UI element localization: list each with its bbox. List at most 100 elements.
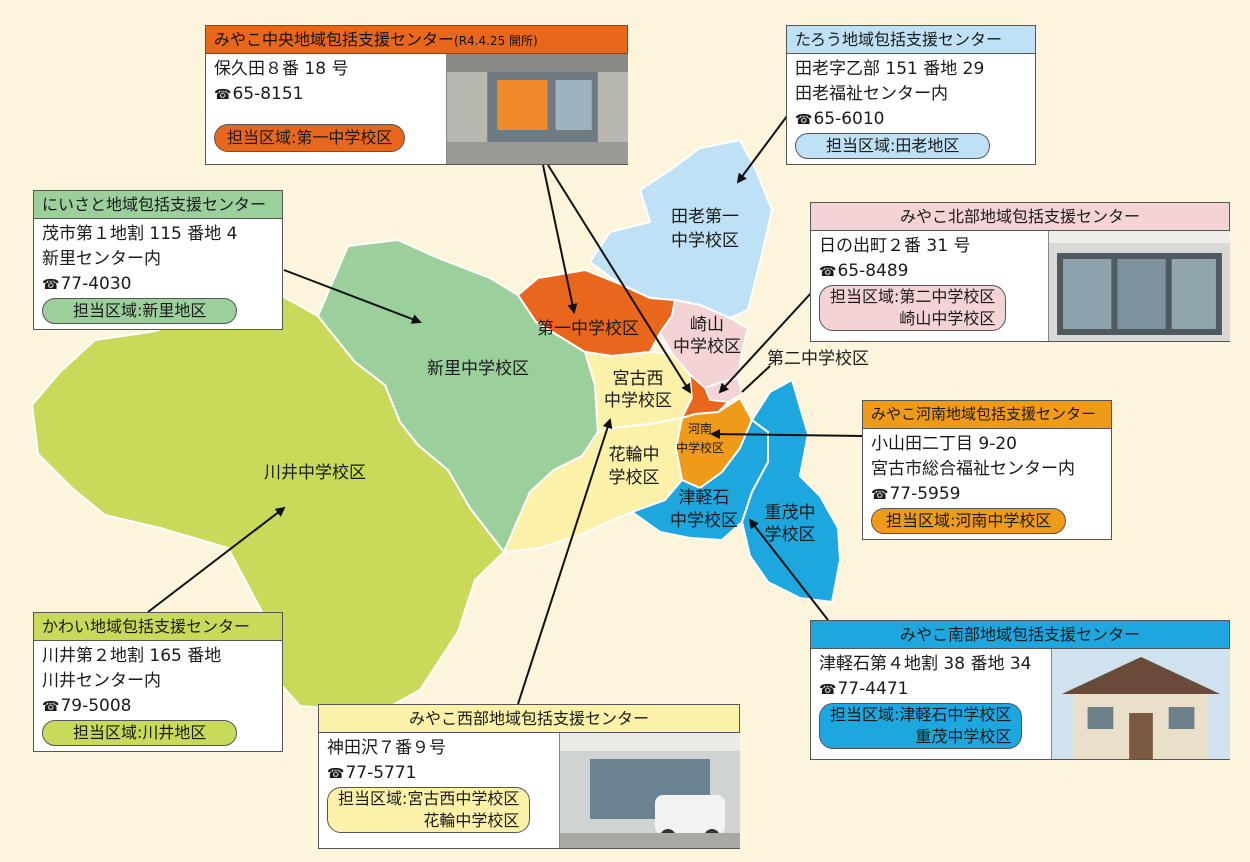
arrow-konan [710, 429, 863, 440]
center-body-kawai: 川井第２地割 165 番地 川井センター内 79-5008 担当区域:川井地区 [34, 641, 282, 749]
center-tel-konan[interactable]: 77-5959 [871, 482, 1103, 508]
zone-shigemo[interactable] [740, 378, 842, 604]
center-area-taro: 担当区域:田老地区 [795, 133, 991, 159]
center-area-0-hokubu: 第二中学校区 [899, 287, 996, 306]
center-header-kawai: かわい地域包括支援センター [34, 613, 282, 641]
arrow-kawai [147, 506, 286, 613]
center-area-1-nanbu: 重茂中学校区 [915, 727, 1012, 746]
center-address-chuo: 保久田８番 18 号 [214, 59, 349, 79]
center-body-chuo: 保久田８番 18 号 65-8151 担当区域:第一中学校区 [206, 54, 447, 155]
zone-label-sakiyama-2: 中学校区 [673, 337, 741, 357]
zone-label-taro-2: 中学校区 [671, 231, 739, 251]
center-area-prefix-kawai: 担当区域: [73, 723, 143, 742]
zone-label-tsugaruishi-1: 津軽石 [679, 488, 730, 508]
center-tel-niisato[interactable]: 77-4030 [42, 272, 274, 298]
center-header-seibu: みやこ西部地域包括支援センター [319, 705, 739, 733]
center-photo-nanbu [1051, 649, 1230, 759]
center-tel-seibu[interactable]: 77-5771 [327, 761, 557, 787]
zone-label-tsugaruishi-2: 中学校区 [670, 511, 738, 531]
center-address2-konan: 宮古市総合福祉センター内 [871, 459, 1075, 479]
center-area-0-chuo: 第一中学校区 [296, 128, 393, 147]
center-body-niisato: 茂市第１地割 115 番地 4 新里センター内 77-4030 担当区域:新里地… [34, 219, 282, 327]
zone-label-hanawa-1: 花輪中 [609, 445, 660, 465]
center-area-1-hokubu: 崎山中学校区 [899, 309, 996, 328]
center-tel-kawai[interactable]: 79-5008 [42, 694, 274, 720]
arrow-chuo-to-dai1 [542, 164, 578, 314]
center-area-prefix-nanbu: 担当区域: [830, 705, 900, 724]
center-card-chuo[interactable]: みやこ中央地域包括支援センター(R4.4.25 開所) 保久田８番 18 号 6… [205, 25, 628, 165]
center-address2-niisato: 新里センター内 [42, 249, 161, 269]
arrow-dai2-pointer [741, 365, 771, 393]
zone-label-konan-2: 中学校区 [676, 440, 724, 455]
zone-label-hanawa-2: 学校区 [609, 468, 660, 488]
zone-label-miyakonishi-2: 中学校区 [604, 391, 672, 411]
center-address-kawai: 川井第２地割 165 番地 [42, 646, 222, 666]
zone-label-shigemo-1: 重茂中 [765, 503, 816, 523]
arrow-seibu [517, 418, 613, 705]
center-address-hokubu: 日の出町２番 31 号 [819, 236, 971, 256]
zone-label-dai1: 第一中学校区 [537, 319, 639, 339]
zone-label-konan-1: 河南 [688, 421, 712, 436]
center-area-prefix-hokubu: 担当区域: [830, 287, 900, 306]
zone-label-taro-1: 田老第一 [671, 207, 739, 227]
arrow-chuo-to-miyakonishi [547, 164, 692, 394]
center-header-nanbu: みやこ南部地域包括支援センター [811, 621, 1229, 649]
center-area-1-seibu: 花輪中学校区 [423, 811, 520, 830]
center-area-prefix-taro: 担当区域: [826, 136, 896, 155]
zone-label-kawai: 川井中学校区 [264, 463, 366, 483]
center-tel-taro[interactable]: 65-6010 [795, 107, 1027, 133]
center-area-seibu: 担当区域:宮古西中学校区花輪中学校区 [327, 787, 531, 833]
center-header-chuo: みやこ中央地域包括支援センター(R4.4.25 開所) [206, 26, 627, 54]
center-area-0-taro: 田老地区 [895, 136, 960, 155]
center-area-prefix-chuo: 担当区域: [227, 128, 297, 147]
center-address-nanbu: 津軽石第４地割 38 番地 34 [819, 654, 1032, 674]
center-name-kawai: かわい地域包括支援センター [42, 617, 251, 636]
center-header-hokubu: みやこ北部地域包括支援センター [811, 203, 1229, 231]
zone-label-miyakonishi-1: 宮古西 [613, 369, 664, 389]
center-body-nanbu: 津軽石第４地割 38 番地 34 77-4471 担当区域:津軽石中学校区重茂中… [811, 649, 1057, 752]
center-card-taro[interactable]: たろう地域包括支援センター 田老字乙部 151 番地 29 田老福祉センター内 … [786, 25, 1036, 165]
center-area-niisato: 担当区域:新里地区 [42, 298, 238, 324]
center-body-konan: 小山田二丁目 9-20 宮古市総合福祉センター内 77-5959 担当区域:河南… [863, 429, 1111, 537]
center-body-taro: 田老字乙部 151 番地 29 田老福祉センター内 65-6010 担当区域:田… [787, 54, 1035, 162]
center-tel-hokubu[interactable]: 65-8489 [819, 259, 1044, 285]
center-area-konan: 担当区域:河南中学校区 [871, 508, 1067, 534]
center-name-niisato: にいさと地域包括支援センター [42, 195, 267, 214]
center-address-niisato: 茂市第１地割 115 番地 4 [42, 224, 238, 244]
center-area-0-kawai: 川井地区 [142, 723, 207, 742]
center-tel-nanbu[interactable]: 77-4471 [819, 677, 1049, 703]
center-area-prefix-seibu: 担当区域: [338, 789, 408, 808]
arrow-hokubu [718, 291, 813, 394]
center-card-nanbu[interactable]: みやこ南部地域包括支援センター 津軽石第４地割 38 番地 34 77-4471… [810, 620, 1230, 760]
zone-label-dai2: 第二中学校区 [767, 349, 869, 369]
center-area-chuo: 担当区域:第一中学校区 [214, 124, 406, 152]
center-header-konan: みやこ河南地域包括支援センター [863, 401, 1111, 429]
center-card-konan[interactable]: みやこ河南地域包括支援センター 小山田二丁目 9-20 宮古市総合福祉センター内… [862, 400, 1112, 540]
center-card-kawai[interactable]: かわい地域包括支援センター 川井第２地割 165 番地 川井センター内 79-5… [33, 612, 283, 752]
center-address-konan: 小山田二丁目 9-20 [871, 434, 1017, 454]
center-name-taro: たろう地域包括支援センター [795, 30, 1003, 49]
arrow-niisato [283, 269, 422, 324]
center-header-niisato: にいさと地域包括支援センター [34, 191, 282, 219]
arrow-nanbu [748, 518, 829, 621]
center-area-prefix-niisato: 担当区域: [73, 301, 143, 320]
center-area-prefix-konan: 担当区域: [886, 511, 956, 530]
center-photo-seibu [559, 733, 740, 848]
center-photo-hokubu [1048, 231, 1230, 341]
center-area-kawai: 担当区域:川井地区 [42, 720, 238, 746]
center-name-hokubu: みやこ北部地域包括支援センター [899, 207, 1140, 226]
center-header-taro: たろう地域包括支援センター [787, 26, 1035, 54]
center-name-nanbu: みやこ南部地域包括支援センター [899, 625, 1140, 644]
center-tel-chuo[interactable]: 65-8151 [214, 82, 439, 108]
center-card-seibu[interactable]: みやこ西部地域包括支援センター 神田沢７番９号 77-5771 担当区域:宮古西… [318, 704, 740, 849]
center-note-chuo: (R4.4.25 開所) [454, 34, 538, 48]
zone-label-niisato: 新里中学校区 [427, 359, 529, 379]
center-card-niisato[interactable]: にいさと地域包括支援センター 茂市第１地割 115 番地 4 新里センター内 7… [33, 190, 283, 330]
center-card-hokubu[interactable]: みやこ北部地域包括支援センター 日の出町２番 31 号 65-8489 担当区域… [810, 202, 1230, 342]
center-area-0-nanbu: 津軽石中学校区 [899, 705, 1012, 724]
center-area-0-konan: 河南中学校区 [955, 511, 1052, 530]
arrow-taro [736, 111, 791, 184]
center-name-konan: みやこ河南地域包括支援センター [871, 405, 1097, 423]
